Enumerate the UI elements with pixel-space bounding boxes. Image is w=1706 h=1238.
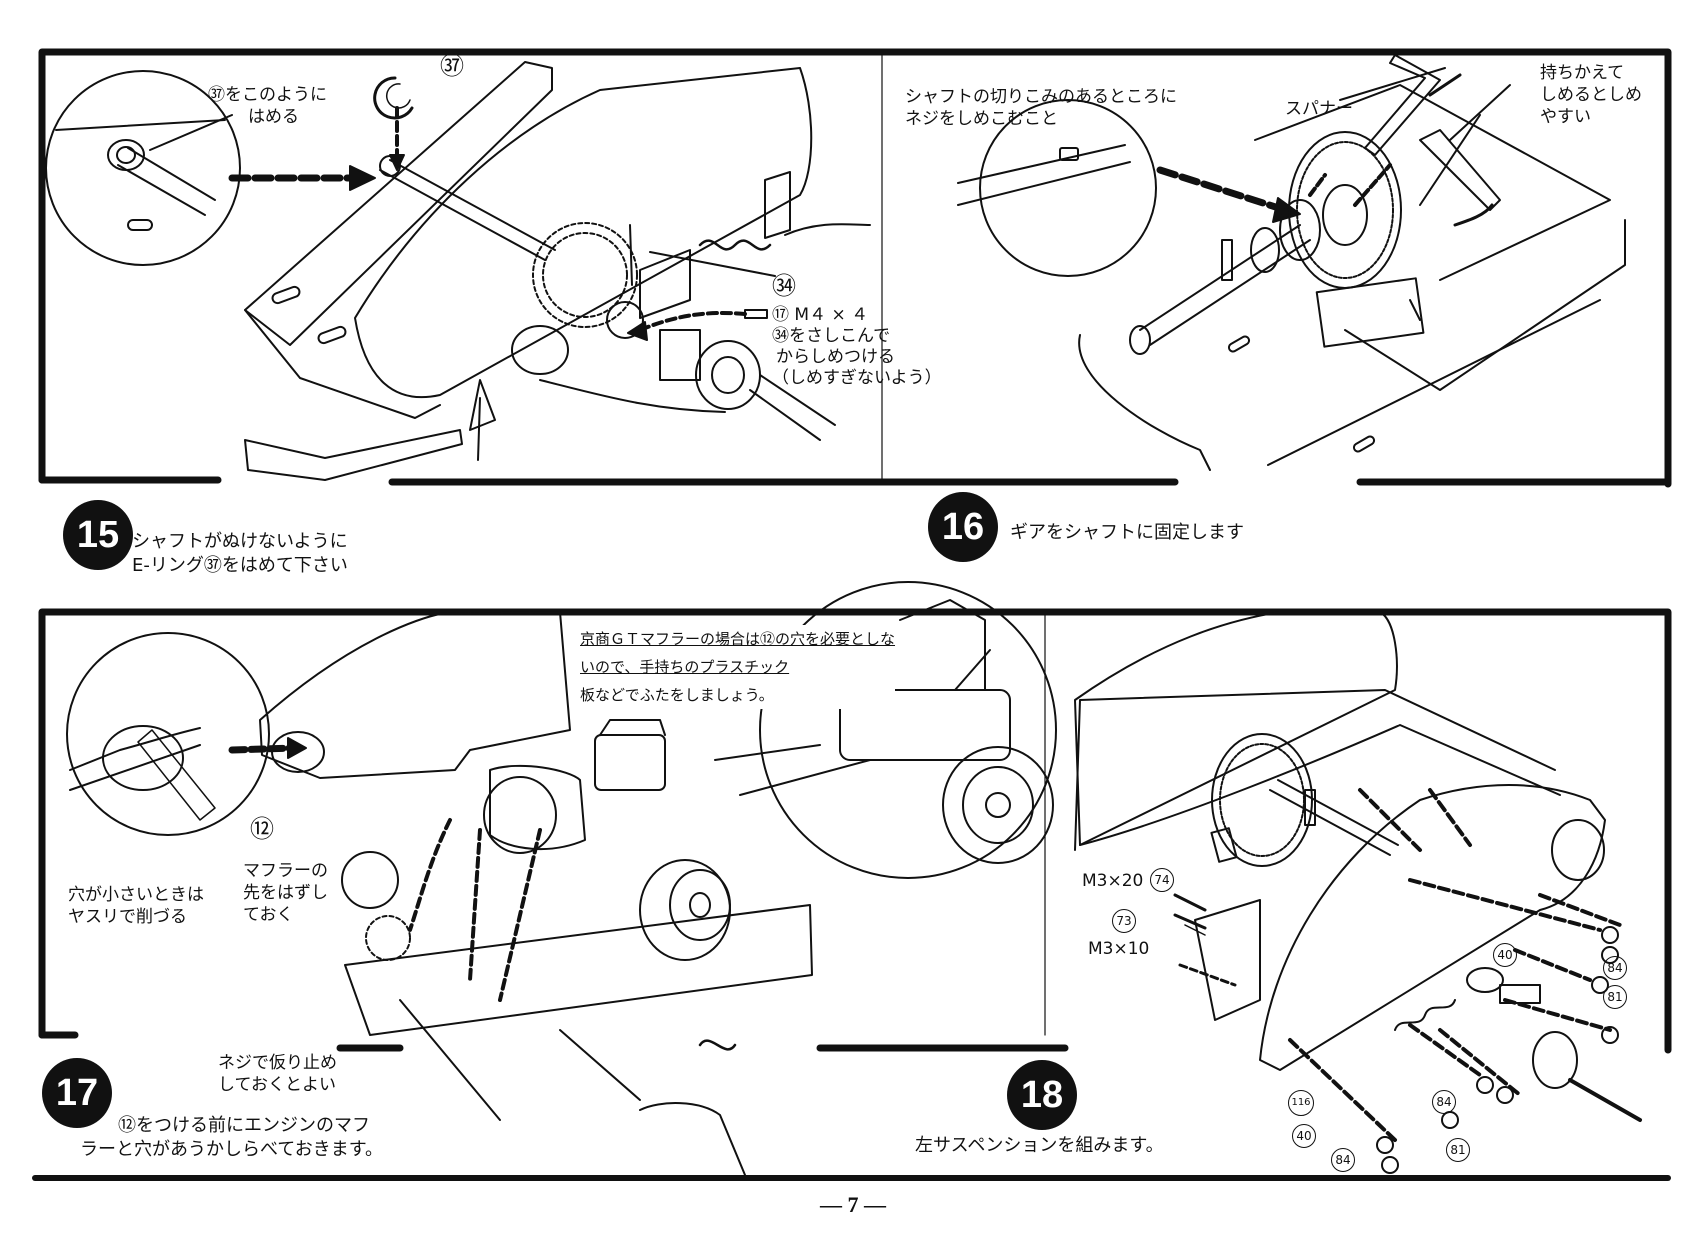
step-15-caption-line1: シャフトがぬけないように	[132, 531, 348, 552]
step-16-tip: 持ちかえて しめるとしめ やすい	[1540, 62, 1642, 128]
file-hole-note: 穴が小さいときは ヤスリで削づる	[68, 884, 204, 928]
gt-muffler-note-line1: 京商ＧＴマフラーの場合は⑫の穴を必要としな	[580, 630, 896, 648]
step-18-badge: 18	[1007, 1060, 1077, 1130]
step-15-caption: シャフトがぬけないように E-リング㊲をはめて下さい	[132, 530, 348, 578]
step-15-screw-note-line3: からしめつける	[776, 347, 895, 367]
muffler-note: マフラーの 先をはずし ておく	[243, 860, 328, 926]
step-17-caption-line2: ラーと穴があうかしらべておきます。	[80, 1139, 383, 1160]
temp-screw-note: ネジで仮り止め しておくとよい	[218, 1052, 337, 1096]
step-15-screw-note-line2: ㉞をさしこんで	[772, 326, 891, 346]
step-16-tip-line2: しめるとしめ	[1540, 85, 1642, 105]
part-40b-label: 40	[1292, 1124, 1316, 1148]
part-40a-label: 40	[1493, 943, 1517, 967]
step-17-caption-line1: ⑫をつける前にエンジンのマフ	[118, 1115, 370, 1136]
part-84a-label: 84	[1603, 956, 1627, 980]
gt-muffler-note: 京商ＧＴマフラーの場合は⑫の穴を必要としな いので、手持ちのプラスチック 板など…	[580, 625, 896, 709]
muffler-note-line2: 先をはずし	[243, 883, 328, 903]
step-15-screw-note: ⑰ M４ × ４ ㉞をさしこんで からしめつける （しめすぎないよう）	[772, 305, 942, 389]
step-16-badge: 16	[928, 492, 998, 562]
part-84c-label: 84	[1331, 1148, 1355, 1172]
gt-muffler-note-line2: いので、手持ちのプラスチック	[580, 658, 790, 676]
step-18-caption: 左サスペンションを組みます。	[915, 1135, 1164, 1156]
temp-screw-note-line1: ネジで仮り止め	[218, 1053, 337, 1073]
file-hole-note-line2: ヤスリで削づる	[68, 907, 187, 927]
step-15-badge: 15	[63, 500, 133, 570]
step-15-zoom-callout-line2: はめる	[248, 107, 299, 127]
part-34-label: ㉞	[772, 272, 796, 300]
step-16-note-line2: ネジをしめこむこと	[905, 109, 1058, 129]
part-116-label: 116	[1288, 1090, 1314, 1116]
step-15-zoom-callout: ㊲をこのように はめる	[208, 84, 327, 128]
screw-m3x10-label: M3×10	[1088, 939, 1150, 959]
page-number: — 7 —	[820, 1192, 886, 1217]
muffler-note-line3: ておく	[243, 905, 294, 925]
screw-m3x20-label: M3×20	[1082, 871, 1144, 891]
step-15-screw-note-line4: （しめすぎないよう）	[772, 368, 942, 388]
step-16-caption: ギアをシャフトに固定します	[1010, 522, 1244, 543]
step-16-tip-line3: やすい	[1540, 107, 1591, 127]
part-81a-label: 81	[1603, 985, 1627, 1009]
step-17-caption: ⑫をつける前にエンジンのマフ ラーと穴があうかしらべておきます。	[80, 1114, 383, 1162]
temp-screw-note-line2: しておくとよい	[218, 1075, 336, 1095]
spanner-label: スパナー	[1285, 99, 1353, 119]
step-17-badge: 17	[42, 1058, 112, 1128]
step-15-screw-note-line1: ⑰ M４ × ４	[772, 305, 869, 325]
part-73-label: 73	[1112, 909, 1136, 933]
part-81b-label: 81	[1446, 1138, 1470, 1162]
part-12-label: ⑫	[250, 815, 274, 843]
step-16-note-line1: シャフトの切りこみのあるところに	[905, 87, 1177, 107]
step-16-tip-line1: 持ちかえて	[1540, 63, 1625, 83]
part-84b-label: 84	[1432, 1090, 1456, 1114]
part-37-label: ㊲	[440, 52, 464, 80]
step-16-note: シャフトの切りこみのあるところに ネジをしめこむこと	[905, 86, 1177, 130]
file-hole-note-line1: 穴が小さいときは	[68, 885, 204, 905]
gt-muffler-note-line3: 板などでふたをしましょう。	[580, 686, 774, 704]
muffler-note-line1: マフラーの	[243, 861, 328, 881]
step-15-zoom-callout-line1: ㊲をこのように	[208, 85, 327, 105]
part-74-label: 74	[1150, 868, 1174, 892]
step-15-caption-line2: E-リング㊲をはめて下さい	[132, 555, 348, 576]
